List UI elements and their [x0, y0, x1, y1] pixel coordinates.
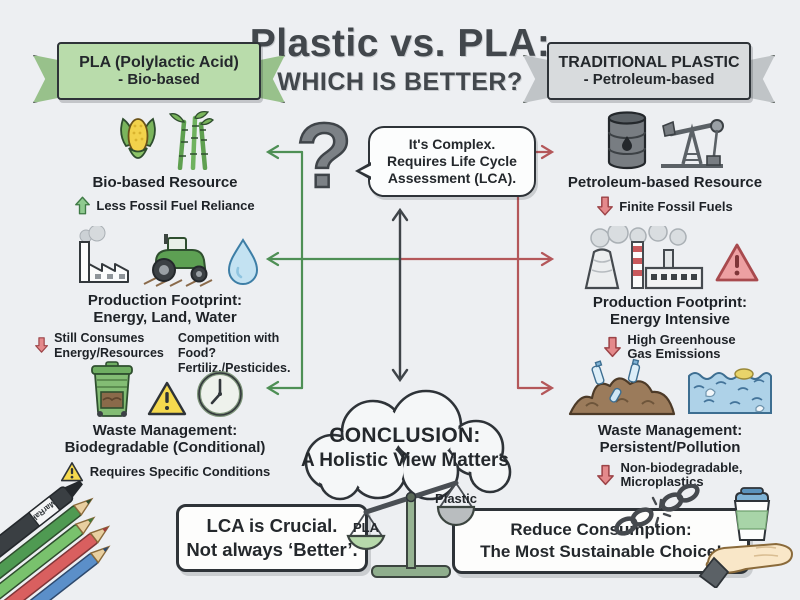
plastic-production-note1: High Greenhouse [627, 331, 736, 347]
hand-with-cup-icon [698, 487, 794, 588]
tractor-icon [143, 234, 213, 287]
warning-triangle-icon [60, 461, 83, 481]
pla-production-note-b1: Competition with Food? [177, 330, 280, 360]
down-arrow-icon [604, 337, 622, 358]
plastic-resource-section: Petroleum-based Resource Finite Fossil F… [545, 110, 785, 217]
reduce-box-line2: The Most Sustainable Choice! [480, 542, 722, 561]
plastic-waste-note1: Non-biodegradable, [620, 459, 743, 475]
down-arrow-icon [35, 336, 49, 353]
pla-banner-line2: - Bio-based [118, 71, 200, 89]
plastic-waste-title1: Waste Management: [597, 422, 743, 439]
pencil-icon [0, 516, 96, 600]
down-arrow-icon [597, 196, 614, 216]
landfill-icon [568, 358, 676, 416]
scale-right-label: Plastic [435, 491, 477, 506]
plastic-production-note2: Gas Emissions [627, 346, 721, 362]
pencil-icon [2, 545, 111, 600]
pla-banner-line1: PLA (Polylactic Acid) [79, 54, 239, 72]
pla-waste-section: Waste Management: Biodegradable (Conditi… [40, 360, 290, 483]
complex-speech-bubble: It's Complex. Requires Life Cycle Assess… [355, 126, 536, 198]
reduce-consumption-box: Reduce Consumption: The Most Sustainable… [452, 508, 750, 574]
scale-left-label: PLA [353, 520, 380, 535]
question-mark: ? [295, 105, 354, 207]
page-title: Plastic vs. PLA: WHICH IS BETTER? [248, 22, 552, 97]
title-line1: Plastic vs. PLA: [249, 22, 551, 65]
pla-resource-title: Bio-based Resource [92, 174, 238, 191]
down-arrow-icon [597, 465, 615, 486]
clock-icon [197, 371, 243, 417]
pla-resource-note: Less Fossil Fuel Reliance [96, 198, 255, 214]
broken-chain-icon [614, 484, 700, 536]
conclusion-line1: CONCLUSION: [329, 424, 481, 447]
alert-triangle-icon [715, 243, 759, 282]
power-plant-icon [584, 226, 704, 290]
pla-production-note-a2: Energy/Resources [54, 345, 164, 360]
plastic-waste-note2: Microplastics [620, 474, 704, 490]
title-line2: WHICH IS BETTER? [277, 67, 523, 96]
plastic-resource-title: Petroleum-based Resource [567, 174, 763, 191]
corn-icon [120, 117, 156, 159]
oil-pumpjack-icon [661, 119, 724, 168]
water-drop-icon [227, 238, 259, 285]
lca-box-line2: Not always ‘Better’. [186, 539, 358, 560]
conclusion-line2: A Holistic View Matters [300, 450, 509, 471]
plastic-banner-line1: TRADITIONAL PLASTIC [558, 54, 740, 72]
reduce-box-line1: Reduce Consumption: [510, 519, 692, 539]
pla-production-note-a1: Still Consumes [54, 330, 145, 345]
balance-scale: PLA Plastic [346, 480, 477, 578]
pla-resource-section: Bio-based Resource Less Fossil Fuel Reli… [45, 110, 285, 216]
pencils-and-marker: MarRak [0, 480, 111, 600]
pla-waste-title1: Waste Management: [92, 422, 238, 439]
bubble-line1: It's Complex. [408, 136, 496, 152]
pla-waste-title2: Biodegradable (Conditional) [64, 439, 266, 457]
factory-icon [79, 226, 129, 283]
ocean-pollution-icon [688, 368, 772, 414]
plastic-banner: TRADITIONAL PLASTIC - Petroleum-based [523, 42, 775, 103]
pencil-icon [0, 525, 111, 600]
plastic-waste-section: Waste Management: Persistent/Pollution N… [545, 358, 795, 490]
pencil-icon [0, 497, 94, 594]
up-arrow-icon [75, 196, 91, 215]
warning-triangle-icon [147, 381, 187, 416]
plastic-production-title1: Production Footprint: [592, 294, 748, 311]
pla-production-title1: Production Footprint: [87, 292, 243, 309]
conclusion-text: CONCLUSION: A Holistic View Matters [288, 424, 522, 472]
conclusion-cloud [304, 389, 512, 501]
lca-box-line1: LCA is Crucial. [206, 514, 338, 536]
plastic-resource-note: Finite Fossil Fuels [619, 198, 733, 214]
plastic-banner-line2: - Petroleum-based [583, 71, 715, 89]
pla-production-title2: Energy, Land, Water [93, 309, 237, 327]
compost-bin-icon [91, 361, 133, 417]
lca-note-box: LCA is Crucial. Not always ‘Better’. [176, 504, 368, 572]
pla-banner: PLA (Polylactic Acid) - Bio-based [33, 42, 285, 103]
pla-waste-note: Requires Specific Conditions [89, 464, 271, 479]
plastic-waste-title2: Persistent/Pollution [599, 439, 741, 457]
oil-barrel-icon [607, 111, 647, 170]
bubble-line2: Requires Life Cycle [387, 153, 517, 170]
pla-production-note-b2: Fertiliz./Pesticides. [177, 360, 291, 375]
sugarcane-icon [168, 110, 214, 170]
plastic-production-title2: Energy Intensive [609, 311, 731, 329]
plastic-production-section: Production Footprint: Energy Intensive H… [545, 226, 795, 362]
pla-production-section: Production Footprint: Energy, Land, Wate… [35, 226, 295, 376]
bubble-line3: Assessment (LCA). [387, 170, 517, 187]
bubble-tail [360, 165, 372, 177]
